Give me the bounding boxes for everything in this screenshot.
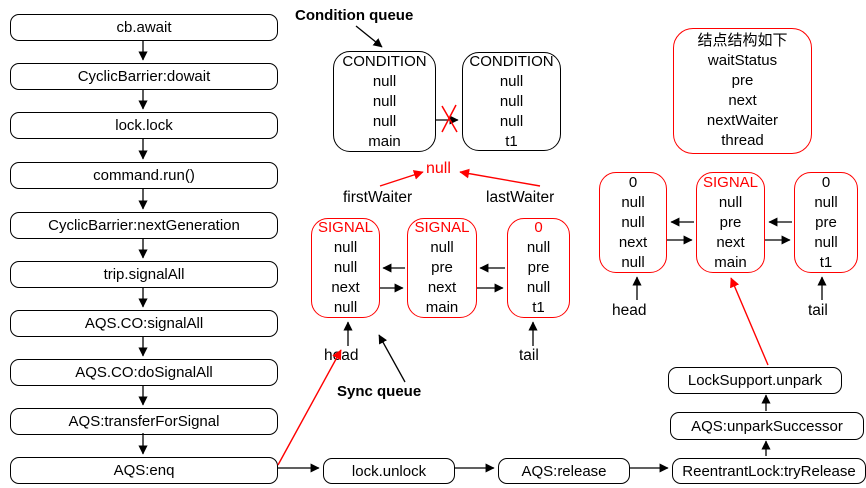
node-field: next bbox=[716, 233, 745, 251]
node-field: null bbox=[499, 72, 524, 90]
node-field: null bbox=[526, 279, 551, 296]
legend-title: 结点结构如下 bbox=[697, 32, 788, 49]
node-wait-status: CONDITION bbox=[342, 52, 427, 70]
sync-node-head: SIGNAL null null next null bbox=[311, 218, 380, 318]
node-field: next bbox=[331, 279, 360, 296]
sync-tail-label: tail bbox=[519, 347, 539, 364]
node-field: main bbox=[425, 299, 459, 316]
node-field: next bbox=[618, 233, 648, 251]
result-tail-label: tail bbox=[808, 302, 828, 319]
node-field: t1 bbox=[532, 299, 545, 316]
sync-node-main: SIGNAL null pre next main bbox=[407, 218, 477, 318]
legend-field: pre bbox=[731, 72, 754, 89]
node-field: main bbox=[714, 253, 747, 271]
node-field: null bbox=[372, 72, 397, 90]
node-field: null bbox=[718, 193, 743, 211]
node-field: null bbox=[499, 112, 524, 130]
node-field: pre bbox=[815, 213, 837, 231]
node-structure-legend: 结点结构如下 waitStatus pre next nextWaiter th… bbox=[673, 28, 812, 154]
node-field: null bbox=[333, 239, 358, 256]
release-box-lock-unlock: lock.unlock bbox=[323, 458, 455, 484]
call-stack-box-transfer-for-signal: AQS:transferForSignal bbox=[10, 408, 278, 435]
first-waiter-label: firstWaiter bbox=[343, 189, 413, 206]
node-wait-status: CONDITION bbox=[469, 52, 554, 70]
node-field: null bbox=[499, 92, 524, 110]
release-box-try-release: ReentrantLock:tryRelease bbox=[672, 458, 866, 484]
sync-head-label: head bbox=[324, 347, 359, 364]
node-field: t1 bbox=[505, 132, 518, 150]
node-field: null bbox=[333, 299, 358, 316]
call-stack-box-lock-lock: lock.lock bbox=[10, 112, 278, 139]
node-wait-status: 0 bbox=[821, 173, 831, 191]
null-reference-label: null bbox=[426, 160, 451, 177]
release-box-aqs-release: AQS:release bbox=[498, 458, 630, 484]
call-stack-box-command-run: command.run() bbox=[10, 162, 278, 189]
sync-node-t1: 0 null pre null t1 bbox=[507, 218, 570, 318]
call-stack-box-trip-signalall: trip.signalAll bbox=[10, 261, 278, 288]
node-field: main bbox=[368, 132, 401, 150]
call-stack-box-cb-await: cb.await bbox=[10, 14, 278, 41]
node-field: null bbox=[430, 239, 454, 256]
result-node-t1: 0 null pre null t1 bbox=[794, 172, 858, 273]
node-field: null bbox=[621, 253, 645, 271]
red-x-mark bbox=[441, 104, 458, 133]
node-wait-status: SIGNAL bbox=[414, 219, 470, 236]
node-field: null bbox=[526, 239, 551, 256]
last-waiter-label: lastWaiter bbox=[486, 189, 555, 206]
legend-field: nextWaiter bbox=[706, 112, 779, 129]
legend-field: next bbox=[728, 92, 757, 109]
call-stack-box-aqs-enq: AQS:enq bbox=[10, 457, 278, 484]
legend-field: thread bbox=[721, 132, 764, 149]
node-field: pre bbox=[719, 213, 742, 231]
node-field: t1 bbox=[819, 253, 833, 271]
release-box-locksupport-unpark: LockSupport.unpark bbox=[668, 367, 842, 394]
node-wait-status: SIGNAL bbox=[702, 173, 759, 191]
condition-queue-label: Condition queue bbox=[295, 7, 414, 24]
call-stack-box-next-generation: CyclicBarrier:nextGeneration bbox=[10, 212, 278, 239]
result-node-head: 0 null null next null bbox=[599, 172, 667, 273]
call-stack-box-dowait: CyclicBarrier:dowait bbox=[10, 63, 278, 90]
node-field: null bbox=[372, 92, 397, 110]
result-head-label: head bbox=[612, 302, 647, 319]
legend-field: waitStatus bbox=[707, 52, 778, 69]
node-field: null bbox=[814, 233, 838, 251]
node-field: null bbox=[372, 112, 397, 130]
condition-node-t1: CONDITION null null null t1 bbox=[462, 52, 561, 151]
node-field: null bbox=[333, 259, 358, 276]
node-wait-status: SIGNAL bbox=[317, 219, 374, 236]
node-field: null bbox=[621, 213, 645, 231]
node-wait-status: 0 bbox=[534, 219, 543, 236]
node-wait-status: 0 bbox=[628, 173, 638, 191]
call-stack-box-aqs-co-signalall: AQS.CO:signalAll bbox=[10, 310, 278, 337]
node-field: null bbox=[814, 193, 838, 211]
node-field: next bbox=[427, 279, 457, 296]
condition-node-main: CONDITION null null null main bbox=[333, 51, 436, 152]
sync-queue-label: Sync queue bbox=[337, 383, 422, 400]
node-field: null bbox=[621, 193, 645, 211]
call-stack-box-aqs-co-dosignalall: AQS.CO:doSignalAll bbox=[10, 359, 278, 386]
release-box-unpark-successor: AQS:unparkSuccessor bbox=[670, 412, 864, 440]
node-field: pre bbox=[431, 259, 453, 276]
result-node-main: SIGNAL null pre next main bbox=[696, 172, 765, 273]
node-field: pre bbox=[527, 259, 550, 276]
